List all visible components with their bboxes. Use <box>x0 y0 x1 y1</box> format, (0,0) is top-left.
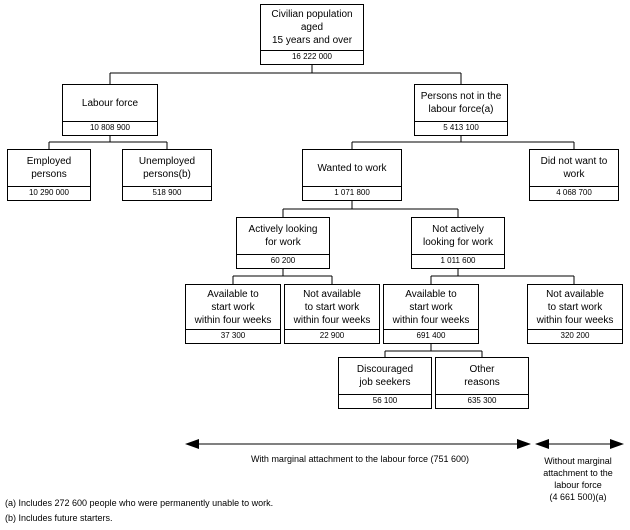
discouraged-job-seekers-box: Discouraged job seekers 56 100 <box>338 357 432 409</box>
civilian-population-box: Civilian population aged 15 years and ov… <box>260 4 364 65</box>
not-in-labour-force-label: Persons not in the labour force(a) <box>420 91 502 115</box>
civilian-population-value: 16 222 000 <box>261 50 363 64</box>
available-active-value: 37 300 <box>186 329 280 343</box>
labour-force-box: Labour force 10 808 900 <box>62 84 158 136</box>
civilian-population-label: Civilian population aged 15 years and ov… <box>271 9 353 46</box>
actively-looking-value: 60 200 <box>237 254 329 268</box>
labour-force-label: Labour force <box>81 97 139 109</box>
not-actively-looking-label: Not actively looking for work <box>422 224 494 248</box>
not-available-active-value: 22 900 <box>285 329 379 343</box>
discouraged-job-seekers-value: 56 100 <box>339 394 431 408</box>
footnote-b: (b) Includes future starters. <box>5 513 113 523</box>
actively-looking-label: Actively looking for work <box>248 224 318 248</box>
labour-force-value: 10 808 900 <box>63 121 157 135</box>
not-available-not-active-label: Not available to start work within four … <box>536 288 614 326</box>
footnote-a: (a) Includes 272 600 people who were per… <box>5 498 274 508</box>
employed-persons-label: Employed persons <box>26 156 72 180</box>
actively-looking-box: Actively looking for work 60 200 <box>236 217 330 269</box>
other-reasons-value: 635 300 <box>436 394 528 408</box>
not-available-active-box: Not available to start work within four … <box>284 284 380 344</box>
not-available-active-label: Not available to start work within four … <box>293 288 371 326</box>
not-in-labour-force-box: Persons not in the labour force(a) 5 413… <box>414 84 508 136</box>
other-reasons-label: Other reasons <box>464 364 500 388</box>
not-actively-looking-value: 1 011 600 <box>412 254 504 268</box>
available-not-active-value: 691 400 <box>384 329 478 343</box>
available-not-active-box: Available to start work within four week… <box>383 284 479 344</box>
available-active-label: Available to start work within four week… <box>194 288 272 326</box>
did-not-want-to-work-value: 4 068 700 <box>530 186 618 200</box>
wanted-to-work-box: Wanted to work 1 071 800 <box>302 149 402 201</box>
wanted-to-work-value: 1 071 800 <box>303 186 401 200</box>
employed-persons-box: Employed persons 10 290 000 <box>7 149 91 201</box>
available-active-box: Available to start work within four week… <box>185 284 281 344</box>
not-available-not-active-box: Not available to start work within four … <box>527 284 623 344</box>
did-not-want-to-work-label: Did not want to work <box>540 156 608 180</box>
other-reasons-box: Other reasons 635 300 <box>435 357 529 409</box>
not-in-labour-force-value: 5 413 100 <box>415 121 507 135</box>
available-not-active-label: Available to start work within four week… <box>392 288 470 326</box>
marginal-attachment-label: With marginal attachment to the labour f… <box>250 454 470 464</box>
not-actively-looking-box: Not actively looking for work 1 011 600 <box>411 217 505 269</box>
discouraged-job-seekers-label: Discouraged job seekers <box>356 364 414 388</box>
employed-persons-value: 10 290 000 <box>8 186 90 200</box>
unemployed-persons-box: Unemployed persons(b) 518 900 <box>122 149 212 201</box>
not-available-not-active-value: 320 200 <box>528 329 622 343</box>
wanted-to-work-label: Wanted to work <box>317 162 387 174</box>
unemployed-persons-label: Unemployed persons(b) <box>138 156 196 180</box>
did-not-want-to-work-box: Did not want to work 4 068 700 <box>529 149 619 201</box>
unemployed-persons-value: 518 900 <box>123 186 211 200</box>
without-marginal-attachment-label: Without marginal attachment to the labou… <box>543 456 613 502</box>
